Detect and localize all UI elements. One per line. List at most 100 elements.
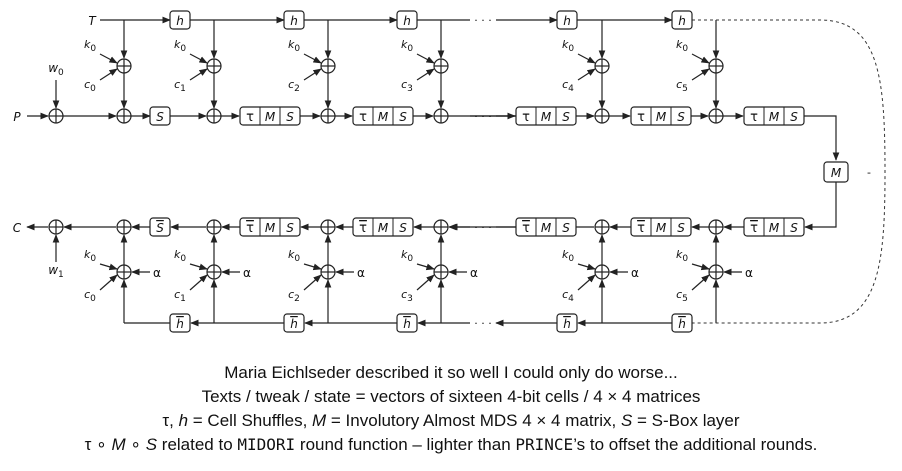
m-label: M — [769, 221, 780, 235]
subscript: 1 — [180, 84, 186, 94]
subscript: 5 — [682, 84, 688, 94]
subscript: 2 — [294, 84, 300, 94]
subscript: 0 — [90, 84, 96, 94]
caption-4-text-1: related to — [157, 435, 238, 454]
tau-inv-m-s-box — [743, 217, 805, 237]
state-wire — [804, 182, 837, 231]
h-box — [556, 10, 578, 30]
tau-bar-label: τ — [637, 221, 645, 236]
s-label: S — [677, 221, 685, 235]
key-arrow — [577, 263, 596, 271]
tau-label: τ — [246, 110, 254, 125]
key-k0: k0 — [676, 248, 688, 264]
const-arrow — [416, 274, 435, 291]
ellipsis: · · · — [474, 317, 491, 330]
s-label: S — [562, 221, 570, 235]
s-label: S — [677, 110, 685, 124]
subscript: 0 — [90, 294, 96, 304]
h-inverse-label: h — [678, 317, 686, 331]
ellipsis: · · · — [474, 110, 491, 123]
const-arrow — [99, 274, 118, 291]
constant-c: c3 — [401, 288, 413, 304]
tau-bar-label: τ — [359, 221, 367, 236]
alpha-constant: α — [153, 266, 161, 280]
key-arrow — [691, 53, 710, 64]
tau-label: τ — [637, 110, 645, 125]
tau-inv-m-s-box — [239, 217, 301, 237]
caption-3-text-2: = Cell Shuffles, — [188, 411, 313, 430]
s-box-label: S — [156, 110, 164, 124]
m-label: M — [378, 221, 389, 235]
m-label: M — [265, 110, 276, 124]
h-box — [169, 10, 191, 30]
s-label: S — [286, 221, 294, 235]
const-arrow — [189, 274, 208, 291]
key-arrow — [99, 263, 118, 271]
s-inverse-box — [149, 217, 171, 237]
key-k0: k0 — [288, 38, 300, 54]
h-label: h — [678, 14, 686, 28]
tau-label: τ — [359, 110, 367, 125]
constant-c: c0 — [84, 78, 96, 94]
tau-inv-m-s-box — [352, 217, 414, 237]
tau-bar-label: τ — [246, 221, 254, 236]
constant-c: c0 — [84, 288, 96, 304]
h-inverse-box — [671, 313, 693, 333]
constant-c: c1 — [174, 288, 186, 304]
subscript: 1 — [58, 270, 64, 280]
caption-3-text-1: τ, — [162, 411, 179, 430]
key-arrow — [416, 263, 435, 271]
tweak-wraparound-dashed — [692, 19, 886, 324]
const-arrow — [691, 68, 710, 81]
caption-line-3: τ, h = Cell Shuffles, M = Involutory Alm… — [0, 410, 902, 432]
caption-4-op-1: ∘ — [91, 435, 112, 454]
constant-c: c4 — [562, 288, 574, 304]
tau-label: τ — [750, 110, 758, 125]
const-arrow — [303, 274, 322, 291]
state-wire — [804, 115, 840, 161]
subscript: 3 — [407, 84, 413, 94]
constant-c: c4 — [562, 78, 574, 94]
dash-mark: - — [867, 166, 871, 179]
whitening-key-w1: w1 — [48, 263, 64, 280]
caption-3-S: S — [620, 411, 633, 430]
subscript: 0 — [407, 254, 413, 264]
const-arrow — [99, 68, 118, 81]
tau-m-s-box — [743, 106, 805, 126]
tau-inv-m-s-box — [515, 217, 577, 237]
caption-4-S: S — [145, 435, 158, 454]
alpha-constant: α — [243, 266, 251, 280]
subscript: 2 — [294, 294, 300, 304]
subscript: 1 — [180, 294, 186, 304]
s-inverse-label: S — [156, 221, 164, 235]
const-arrow — [691, 274, 710, 291]
tau-m-s-box — [630, 106, 692, 126]
middle-m-box — [823, 161, 849, 183]
key-arrow — [691, 263, 710, 271]
subscript: 3 — [407, 294, 413, 304]
caption-4-M: M — [111, 435, 126, 454]
h-inverse-box — [556, 313, 578, 333]
caption-4-midori: MIDORI — [237, 435, 296, 454]
constant-c: c1 — [174, 78, 186, 94]
tau-m-s-box — [515, 106, 577, 126]
caption-4-text-3: ’s to offset the additional rounds. — [573, 435, 818, 454]
h-label: h — [563, 14, 571, 28]
tau-label: τ — [522, 110, 530, 125]
key-arrow — [416, 53, 435, 64]
m-label: M — [656, 221, 667, 235]
caption-3-h: h — [178, 411, 189, 430]
caption-3-text-4: = S-Box layer — [632, 411, 740, 430]
alpha-constant: α — [357, 266, 365, 280]
m-label: M — [656, 110, 667, 124]
key-k0: k0 — [401, 248, 413, 264]
s-label: S — [399, 221, 407, 235]
constant-c: c5 — [676, 288, 688, 304]
subscript: 0 — [568, 254, 574, 264]
ciphertext-label: C — [13, 221, 22, 235]
m-label: M — [769, 110, 780, 124]
constant-c: c3 — [401, 78, 413, 94]
tau-m-s-box — [352, 106, 414, 126]
key-arrow — [189, 53, 208, 64]
h-label: h — [176, 14, 184, 28]
